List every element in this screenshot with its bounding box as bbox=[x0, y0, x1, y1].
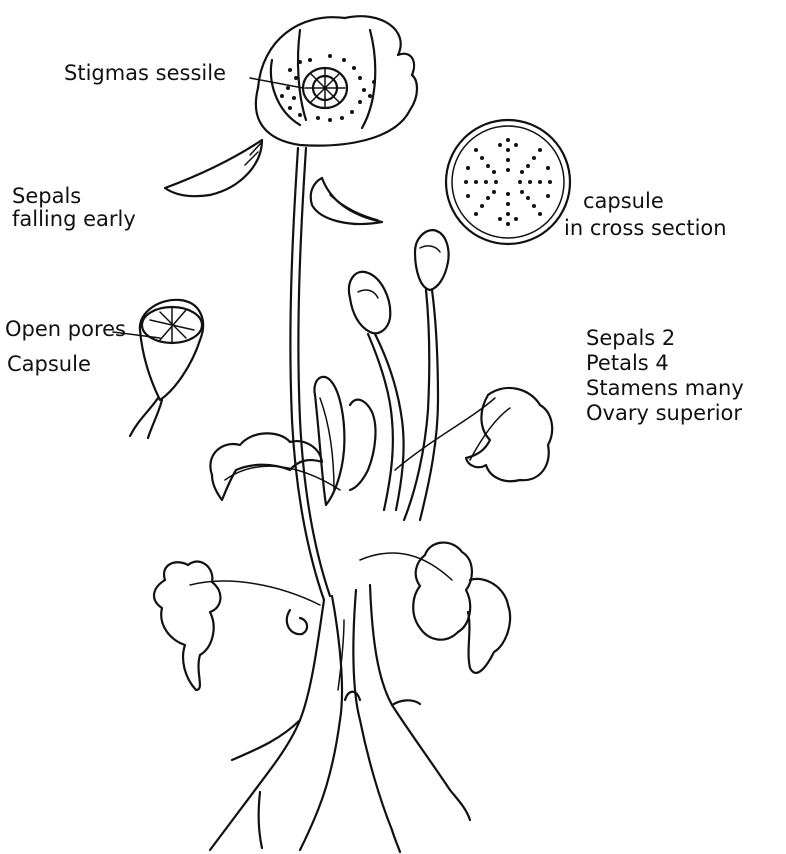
capsule-open-pores bbox=[113, 300, 203, 438]
leaf-right-lower bbox=[360, 543, 510, 673]
label-sepals-count: Sepals 2 bbox=[586, 326, 675, 350]
leaf-left-lower bbox=[154, 561, 320, 690]
label-stigmas-sessile: Stigmas sessile bbox=[64, 61, 226, 85]
bud-right bbox=[404, 230, 449, 520]
label-sepals-falling-line1: Sepals bbox=[12, 184, 81, 208]
label-capsule-cross-line1: capsule bbox=[583, 189, 664, 213]
leaf-right-upper bbox=[395, 388, 552, 481]
label-capsule-cross-line2: in cross section bbox=[564, 216, 727, 240]
capsule-cross-section bbox=[446, 120, 570, 244]
label-capsule: Capsule bbox=[7, 352, 91, 376]
leaf-center-curl bbox=[314, 377, 375, 505]
falling-sepal-left bbox=[165, 140, 262, 196]
falling-sepal-right bbox=[311, 178, 382, 224]
label-stamens-count: Stamens many bbox=[586, 376, 744, 400]
open-flower bbox=[250, 16, 417, 145]
base-and-roots bbox=[210, 585, 470, 852]
label-petals-count: Petals 4 bbox=[586, 351, 669, 375]
label-open-pores: Open pores bbox=[5, 317, 126, 341]
label-ovary: Ovary superior bbox=[586, 401, 742, 425]
label-sepals-falling-line2: falling early bbox=[12, 207, 136, 231]
bud-left bbox=[349, 272, 404, 510]
